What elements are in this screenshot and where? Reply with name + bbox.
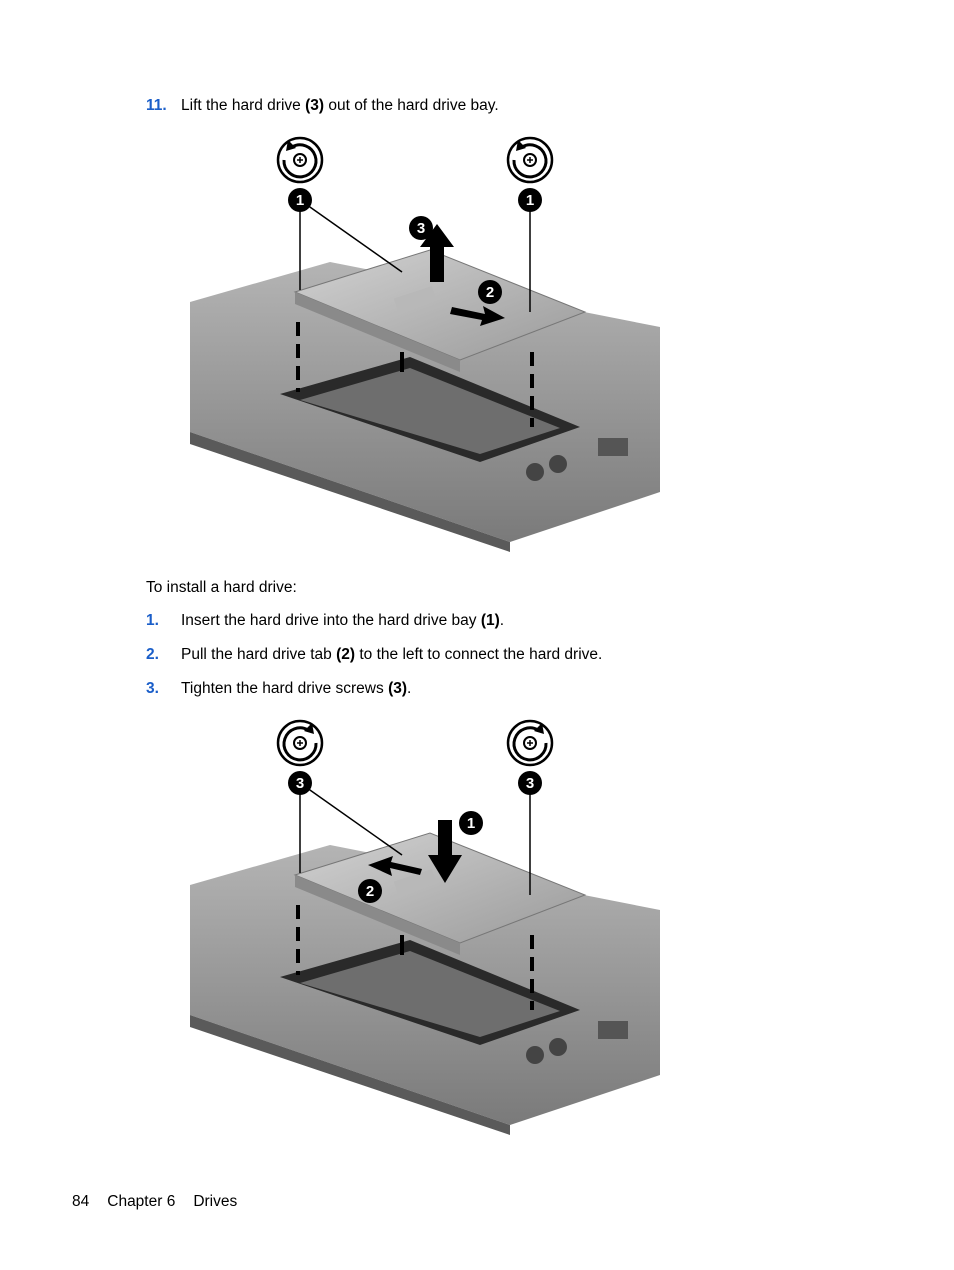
hard-drive-tab — [393, 286, 437, 312]
hard-drive-side — [295, 292, 460, 372]
install-step-1: 1. Insert the hard drive into the hard dr… — [146, 611, 504, 631]
callout-badge: 1 — [518, 188, 542, 212]
screw-tighten-icon — [276, 719, 324, 767]
hard-drive-removal-illustration: 1 1 3 2 — [190, 136, 660, 552]
callout-badge: 1 — [459, 811, 483, 835]
step-number: 3. — [146, 680, 159, 697]
port — [526, 1046, 544, 1064]
callout-badge: 1 — [288, 188, 312, 212]
svg-text:3: 3 — [296, 775, 304, 792]
screw-loosen-icon — [276, 136, 324, 184]
svg-text:3: 3 — [526, 775, 534, 792]
chapter-label: Chapter 6 — [107, 1193, 176, 1210]
laptop-edge — [190, 432, 510, 552]
install-intro: To install a hard drive: — [146, 579, 297, 596]
port — [598, 438, 628, 456]
step-text-end: to the left to connect the hard drive. — [355, 646, 603, 663]
screw-tighten-icon — [506, 719, 554, 767]
port — [598, 1021, 628, 1039]
svg-text:1: 1 — [296, 192, 304, 209]
callout-badge: 2 — [358, 879, 382, 903]
page-footer: 84 Chapter 6 Drives — [72, 1192, 255, 1212]
screw-loosen-icon — [506, 136, 554, 184]
callout-badge: 3 — [518, 771, 542, 795]
svg-text:1: 1 — [526, 192, 534, 209]
leader-line — [299, 199, 403, 273]
hard-drive — [293, 832, 587, 944]
port — [549, 1038, 567, 1056]
port — [526, 463, 544, 481]
svg-text:2: 2 — [486, 284, 494, 301]
callout-badge: 2 — [478, 280, 502, 304]
left-arrow-icon — [368, 856, 422, 876]
svg-text:2: 2 — [366, 883, 374, 900]
page-number: 84 — [72, 1193, 90, 1210]
hard-drive-tab — [393, 869, 437, 895]
hard-drive — [293, 249, 587, 361]
leader-line — [299, 782, 403, 856]
port — [549, 455, 567, 473]
up-arrow-icon — [420, 224, 454, 282]
right-arrow-icon — [450, 306, 505, 326]
step-text: Tighten the hard drive screws — [181, 680, 389, 697]
step-callout-ref: (3) — [388, 680, 408, 697]
svg-text:1: 1 — [467, 815, 475, 832]
step-text-end: out of the hard drive bay. — [324, 97, 499, 114]
step-text: Pull the hard drive tab — [181, 646, 337, 663]
laptop-edge — [190, 1015, 510, 1135]
callout-badge: 3 — [288, 771, 312, 795]
step-callout-ref: (1) — [480, 612, 500, 629]
step-callout-ref: (3) — [305, 97, 325, 114]
svg-text:3: 3 — [417, 220, 425, 237]
step-text: Insert the hard drive into the hard driv… — [181, 612, 481, 629]
step-callout-ref: (2) — [336, 646, 356, 663]
install-step-3: 3. Tighten the hard drive screws (3). — [146, 679, 411, 699]
down-arrow-icon — [428, 820, 462, 883]
hard-drive-install-illustration: 3 3 1 2 — [190, 719, 660, 1135]
install-step-2: 2. Pull the hard drive tab (2) to the lef… — [146, 645, 602, 665]
step-text-end: . — [407, 680, 412, 697]
callout-badge: 3 — [409, 216, 433, 240]
step-text-end: . — [499, 612, 505, 629]
drive-bay-floor — [300, 368, 560, 454]
drive-bay-floor — [300, 951, 560, 1037]
section-label: Drives — [193, 1193, 238, 1210]
step-number: 2. — [146, 646, 159, 663]
step-text: Lift the hard drive — [181, 97, 306, 114]
step-number: 1. — [146, 612, 159, 629]
hard-drive-side — [295, 875, 460, 955]
step-number: 11. — [146, 97, 167, 114]
step-11: 11. Lift the hard drive (3) out of the ha… — [146, 96, 499, 116]
